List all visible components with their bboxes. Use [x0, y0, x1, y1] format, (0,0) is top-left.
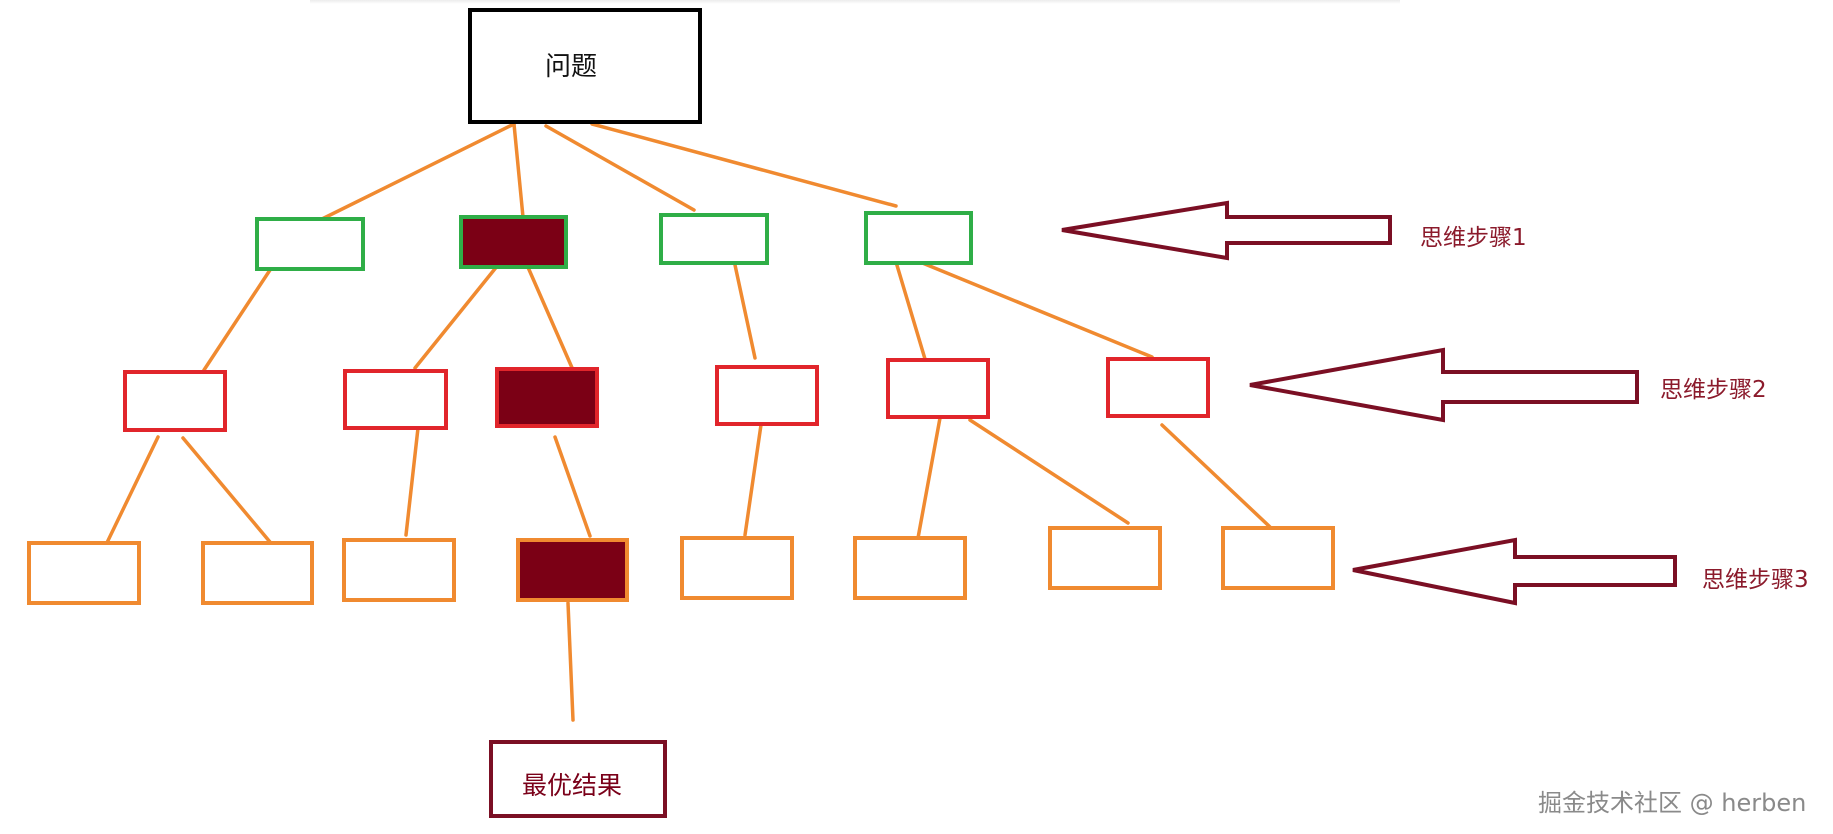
level1-node-4 [864, 211, 973, 265]
root-node-box [468, 8, 702, 124]
connector-line-3 [544, 124, 696, 212]
level3-node-2 [201, 541, 314, 605]
step-arrows [1061, 200, 1677, 606]
connector-line-6 [413, 263, 500, 370]
connector-line-14 [553, 435, 592, 538]
connector-line-13 [404, 426, 420, 537]
top-shadow-divider [310, 0, 1400, 4]
level3-node-8 [1221, 526, 1335, 590]
connector-line-11 [100, 435, 160, 555]
step-1-arrow [1061, 200, 1392, 261]
result-node-box [489, 740, 667, 818]
connector-line-12 [181, 436, 272, 544]
level1-node-1 [255, 217, 365, 271]
connector-line-5 [202, 268, 272, 372]
connector-line-16 [916, 416, 942, 540]
level3-node-3 [342, 538, 456, 602]
level2-node-5 [886, 358, 990, 419]
level3-node-5 [680, 536, 794, 600]
level1-node-3 [659, 213, 769, 265]
connector-line-18 [1160, 423, 1272, 529]
level1-node-2-selected [459, 215, 568, 269]
connector-lines [100, 122, 1272, 722]
watermark-text: 掘金技术社区 @ herben [1538, 789, 1807, 817]
connector-line-17 [968, 418, 1130, 525]
level2-node-4 [715, 365, 819, 426]
level2-node-1 [123, 370, 227, 432]
step-3-arrow [1352, 537, 1677, 606]
connector-line-2 [512, 122, 525, 219]
root-node-label: 问题 [545, 52, 598, 82]
step-3-label: 思维步骤3 [1702, 567, 1809, 593]
connector-line-15 [743, 416, 764, 537]
step-1-label: 思维步骤1 [1420, 225, 1527, 251]
level2-node-3-selected [495, 367, 599, 428]
connector-line-4 [590, 122, 898, 208]
result-node-label: 最优结果 [522, 771, 623, 800]
step-2-label: 思维步骤2 [1660, 377, 1767, 403]
level2-node-2 [343, 369, 448, 430]
connector-line-10 [918, 260, 1154, 359]
tree-nodes [27, 8, 1335, 818]
connector-line-8 [733, 263, 757, 360]
connector-line-7 [525, 263, 575, 372]
connector-line-9 [894, 260, 927, 361]
level3-node-6 [853, 536, 967, 600]
level3-node-4-selected [516, 538, 629, 602]
level2-node-6 [1106, 357, 1210, 418]
level3-node-1 [27, 541, 141, 605]
connector-line-19 [566, 601, 575, 722]
connector-line-1 [320, 122, 516, 221]
level3-node-7 [1048, 526, 1162, 590]
step-2-arrow [1249, 347, 1639, 423]
